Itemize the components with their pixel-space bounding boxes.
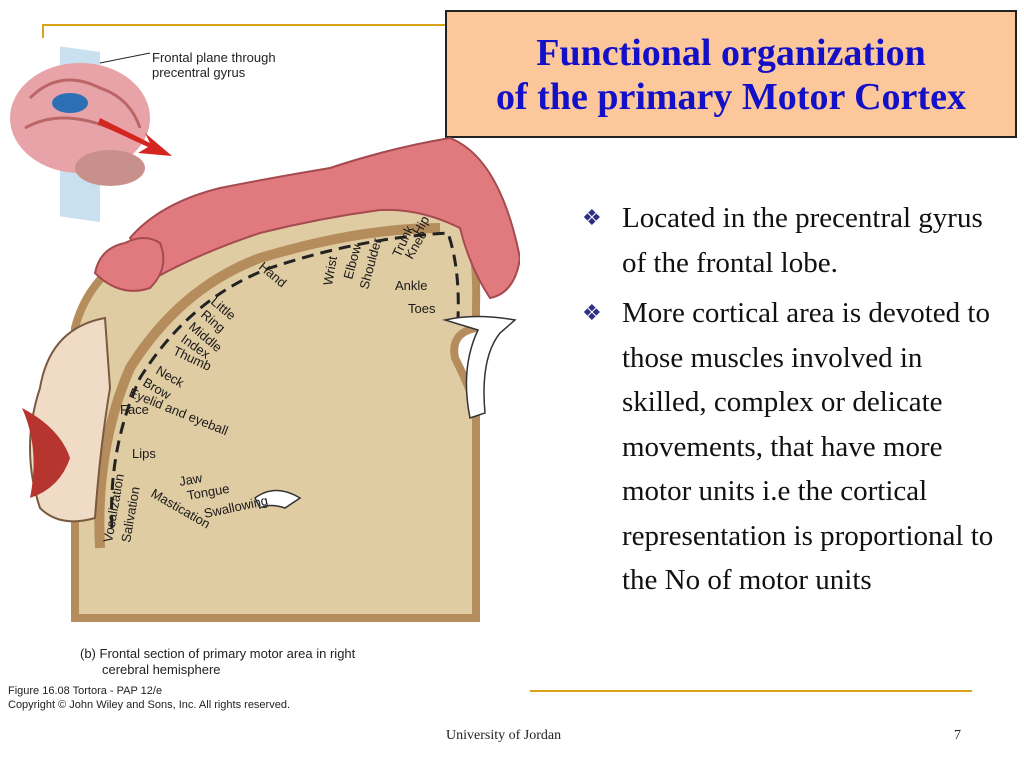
motor-strip-dashes [110, 231, 460, 529]
region-label: Jaw [178, 470, 204, 489]
region-label: Tongue [186, 481, 231, 503]
slide-number: 7 [954, 728, 961, 743]
bullet-text: More cortical area is devoted to those m… [622, 297, 994, 596]
sulcus-lower [254, 489, 302, 510]
region-label: Lips [132, 446, 156, 461]
top-accent-tick [42, 24, 44, 38]
cortex-inner-edge [94, 223, 441, 549]
caption-line-1: (b) Frontal section of primary motor are… [80, 646, 356, 661]
bullet-item: ❖ Located in the precentral gyrus of the… [582, 196, 1002, 285]
bottom-accent-rule [530, 690, 972, 692]
sulcus-upper [442, 315, 517, 419]
bullet-item: ❖ More cortical area is devoted to those… [582, 291, 1002, 603]
diamond-bullet-icon: ❖ [582, 300, 602, 325]
diamond-bullet-icon: ❖ [582, 205, 602, 230]
region-label: Wrist [320, 255, 340, 287]
caption-line-2: cerebral hemisphere [102, 662, 221, 677]
homunculus-body [128, 136, 520, 300]
brain-thumbnail [10, 46, 151, 223]
region-label: Ankle [395, 278, 428, 293]
homunculus-hand [93, 237, 165, 292]
region-label: Face [120, 402, 149, 417]
title-line-1: Functional organization [536, 32, 926, 74]
red-arrow-icon [98, 118, 172, 156]
figure-caption: (b) Frontal section of primary motor are… [80, 646, 500, 678]
title-line-2: of the primary Motor Cortex [496, 76, 966, 118]
figure-credit: Figure 16.08 Tortora - PAP 12/e Copyrigh… [8, 684, 448, 712]
credit-line-1: Figure 16.08 Tortora - PAP 12/e [8, 685, 163, 697]
plane-label-line-2: precentral gyrus [152, 65, 246, 80]
bullet-text: Located in the precentral gyrus of the f… [622, 202, 983, 279]
region-label: Toes [408, 301, 436, 316]
credit-line-2: Copyright © John Wiley and Sons, Inc. Al… [8, 699, 291, 711]
plane-label-line-1: Frontal plane through [152, 50, 276, 65]
plane-label: Frontal plane through precentral gyrus [152, 50, 352, 80]
motor-cortex-figure: Toes Ankle Knee Hip Trunk Shoulder Elbow… [0, 28, 520, 718]
bullet-list: ❖ Located in the precentral gyrus of the… [582, 196, 1002, 609]
footer-text: University of Jordan [446, 728, 562, 743]
slide-title: Functional organization of the primary M… [445, 10, 1017, 138]
homunculus-mouth [22, 408, 70, 498]
homunculus-diagram: Toes Ankle Knee Hip Trunk Shoulder Elbow… [10, 46, 520, 622]
top-accent-rule [42, 24, 446, 26]
